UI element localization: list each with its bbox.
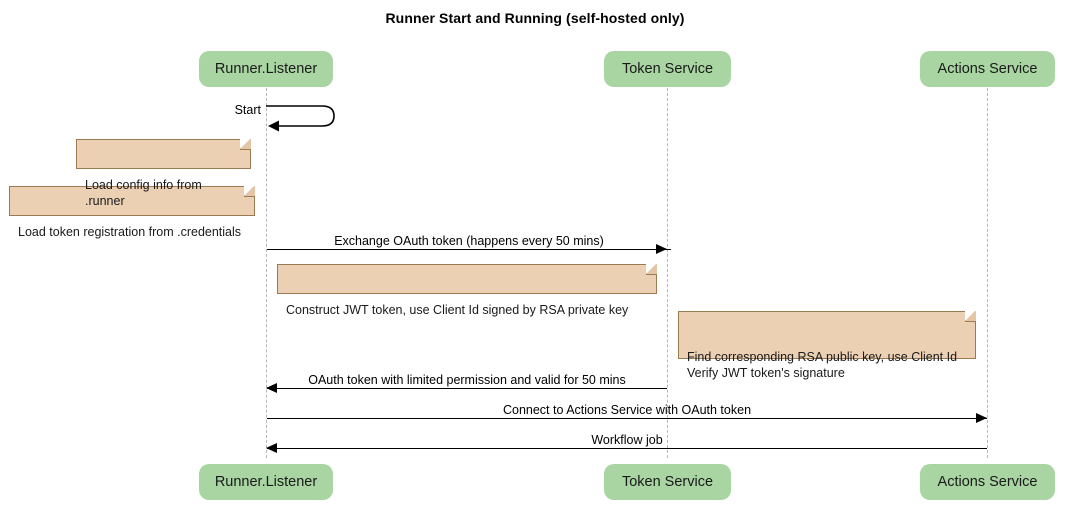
participant-actions-service-top[interactable]: Actions Service [920, 51, 1055, 87]
note-fold-corner-icon [965, 310, 976, 322]
participant-actions-service-bottom[interactable]: Actions Service [920, 464, 1055, 500]
note-verify-jwt-signature: Find corresponding RSA public key, use C… [678, 310, 976, 380]
message-exchange-oauth-token-line [267, 249, 671, 250]
note-text: Find corresponding RSA public key, use C… [687, 350, 958, 380]
note-fold-corner-icon [244, 185, 255, 197]
note-load-token-registration: Load token registration from .credential… [9, 185, 255, 239]
note-text: Load token registration from .credential… [18, 225, 242, 239]
participant-label: Token Service [621, 61, 714, 77]
self-message-start [266, 100, 356, 132]
note-text: Construct JWT token, use Client Id signe… [286, 303, 629, 317]
arrow-head-left-icon [266, 383, 277, 393]
participant-label: Runner.Listener [214, 61, 318, 77]
message-connect-actions-service-label: Connect to Actions Service with OAuth to… [502, 403, 752, 417]
note-construct-jwt-token: Construct JWT token, use Client Id signe… [277, 263, 657, 317]
note-text: Load config info from .runner [85, 178, 202, 208]
participant-label: Actions Service [937, 474, 1038, 490]
message-connect-actions-service-line [267, 418, 987, 419]
arrow-head-right-icon [976, 413, 987, 423]
participant-runner-listener-bottom[interactable]: Runner.Listener [199, 464, 333, 500]
lifeline-actions-service [987, 88, 988, 458]
page-title: Runner Start and Running (self-hosted on… [385, 10, 685, 26]
lifeline-token-service [667, 88, 668, 458]
message-oauth-token-returned-line [267, 388, 667, 389]
message-exchange-oauth-token-label: Exchange OAuth token (happens every 50 m… [334, 234, 604, 248]
message-workflow-job-line [267, 448, 987, 449]
message-oauth-token-returned-label: OAuth token with limited permission and … [308, 373, 626, 387]
participant-label: Runner.Listener [214, 474, 318, 490]
participant-token-service-bottom[interactable]: Token Service [604, 464, 731, 500]
participant-label: Token Service [621, 474, 714, 490]
arrow-head-right-icon [656, 244, 667, 254]
participant-runner-listener-top[interactable]: Runner.Listener [199, 51, 333, 87]
note-fold-corner-icon [646, 263, 657, 275]
lifeline-runner-listener [266, 88, 267, 458]
self-message-start-label: Start [234, 103, 261, 117]
participant-label: Actions Service [937, 61, 1038, 77]
message-workflow-job-label: Workflow job [591, 433, 663, 447]
note-fold-corner-icon [240, 138, 251, 150]
arrow-head-left-icon [266, 443, 277, 453]
note-load-config: Load config info from .runner [76, 138, 251, 208]
participant-token-service-top[interactable]: Token Service [604, 51, 731, 87]
